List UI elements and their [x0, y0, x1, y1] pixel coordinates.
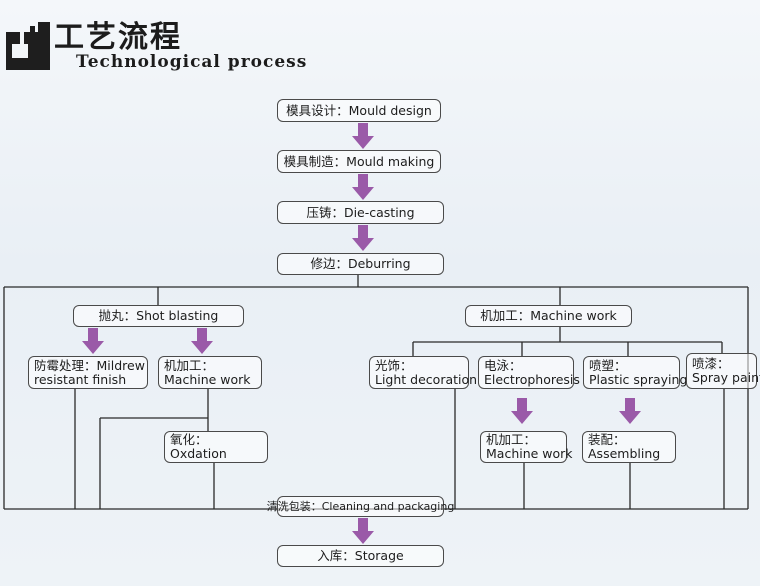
step-machine-work-b: 机加工： Machine work [480, 431, 573, 463]
step-light-decoration: 光饰： Light decoration [369, 356, 477, 389]
step-oxidation-line2: Oxdation [170, 446, 227, 461]
step-mildew-line1: 防霉处理：Mildrew [34, 357, 145, 373]
step-mould-design: 模具设计：Mould design [277, 99, 441, 122]
step-oxidation-line1: 氧化： [170, 432, 208, 447]
step-plastic-line1: 喷塑： [589, 357, 627, 373]
arrow-down-icon [82, 328, 104, 354]
step-machine-work-main: 机加工：Machine work [465, 305, 632, 327]
page-title-english: Technological process [76, 52, 308, 72]
arrow-down-icon [352, 518, 374, 544]
step-mould-making: 模具制造：Mould making [277, 150, 441, 173]
step-light-line1: 光饰： [375, 357, 413, 373]
step-spray-line1: 喷漆： [692, 356, 730, 371]
arrow-down-icon [352, 174, 374, 200]
step-deburring: 修边：Deburring [277, 253, 444, 275]
step-machine-work-b-line1: 机加工： [486, 432, 537, 447]
arrow-down-icon [191, 328, 213, 354]
step-electrophoresis: 电泳： Electrophoresis [478, 356, 580, 389]
step-oxidation: 氧化： Oxdation [164, 431, 268, 463]
company-logo-icon [6, 22, 50, 70]
arrow-down-icon [511, 398, 533, 424]
step-storage: 入库：Storage [277, 545, 444, 567]
arrow-down-icon [352, 225, 374, 251]
step-plastic-line2: Plastic spraying [589, 371, 688, 387]
step-assembling: 装配： Assembling [582, 431, 676, 463]
step-machine-work-a-line2: Machine work [164, 371, 251, 387]
step-spray-paint: 喷漆： Spray paint [686, 353, 760, 389]
step-machine-work-a: 机加工： Machine work [158, 356, 262, 389]
step-die-casting: 压铸：Die-casting [277, 201, 444, 224]
step-machine-work-b-line2: Machine work [486, 446, 573, 461]
step-mildew-line2: resistant finish [34, 371, 127, 387]
step-shot-blasting: 抛丸：Shot blasting [73, 305, 244, 327]
step-electro-line1: 电泳： [484, 357, 522, 373]
step-assembling-line1: 装配： [588, 432, 626, 447]
arrow-down-icon [352, 123, 374, 149]
step-plastic-spraying: 喷塑： Plastic spraying [583, 356, 687, 389]
step-electro-line2: Electrophoresis [484, 371, 580, 387]
step-mildew-finish: 防霉处理：Mildrew resistant finish [28, 356, 148, 389]
step-cleaning-packaging: 清洗包装：Cleaning and packaging [267, 496, 454, 517]
arrow-down-icon [619, 398, 641, 424]
step-machine-work-a-line1: 机加工： [164, 357, 215, 373]
step-spray-line2: Spray paint [692, 370, 760, 385]
step-light-line2: Light decoration [375, 371, 478, 387]
page-title-chinese: 工艺流程 [54, 20, 182, 55]
step-assembling-line2: Assembling [588, 446, 661, 461]
